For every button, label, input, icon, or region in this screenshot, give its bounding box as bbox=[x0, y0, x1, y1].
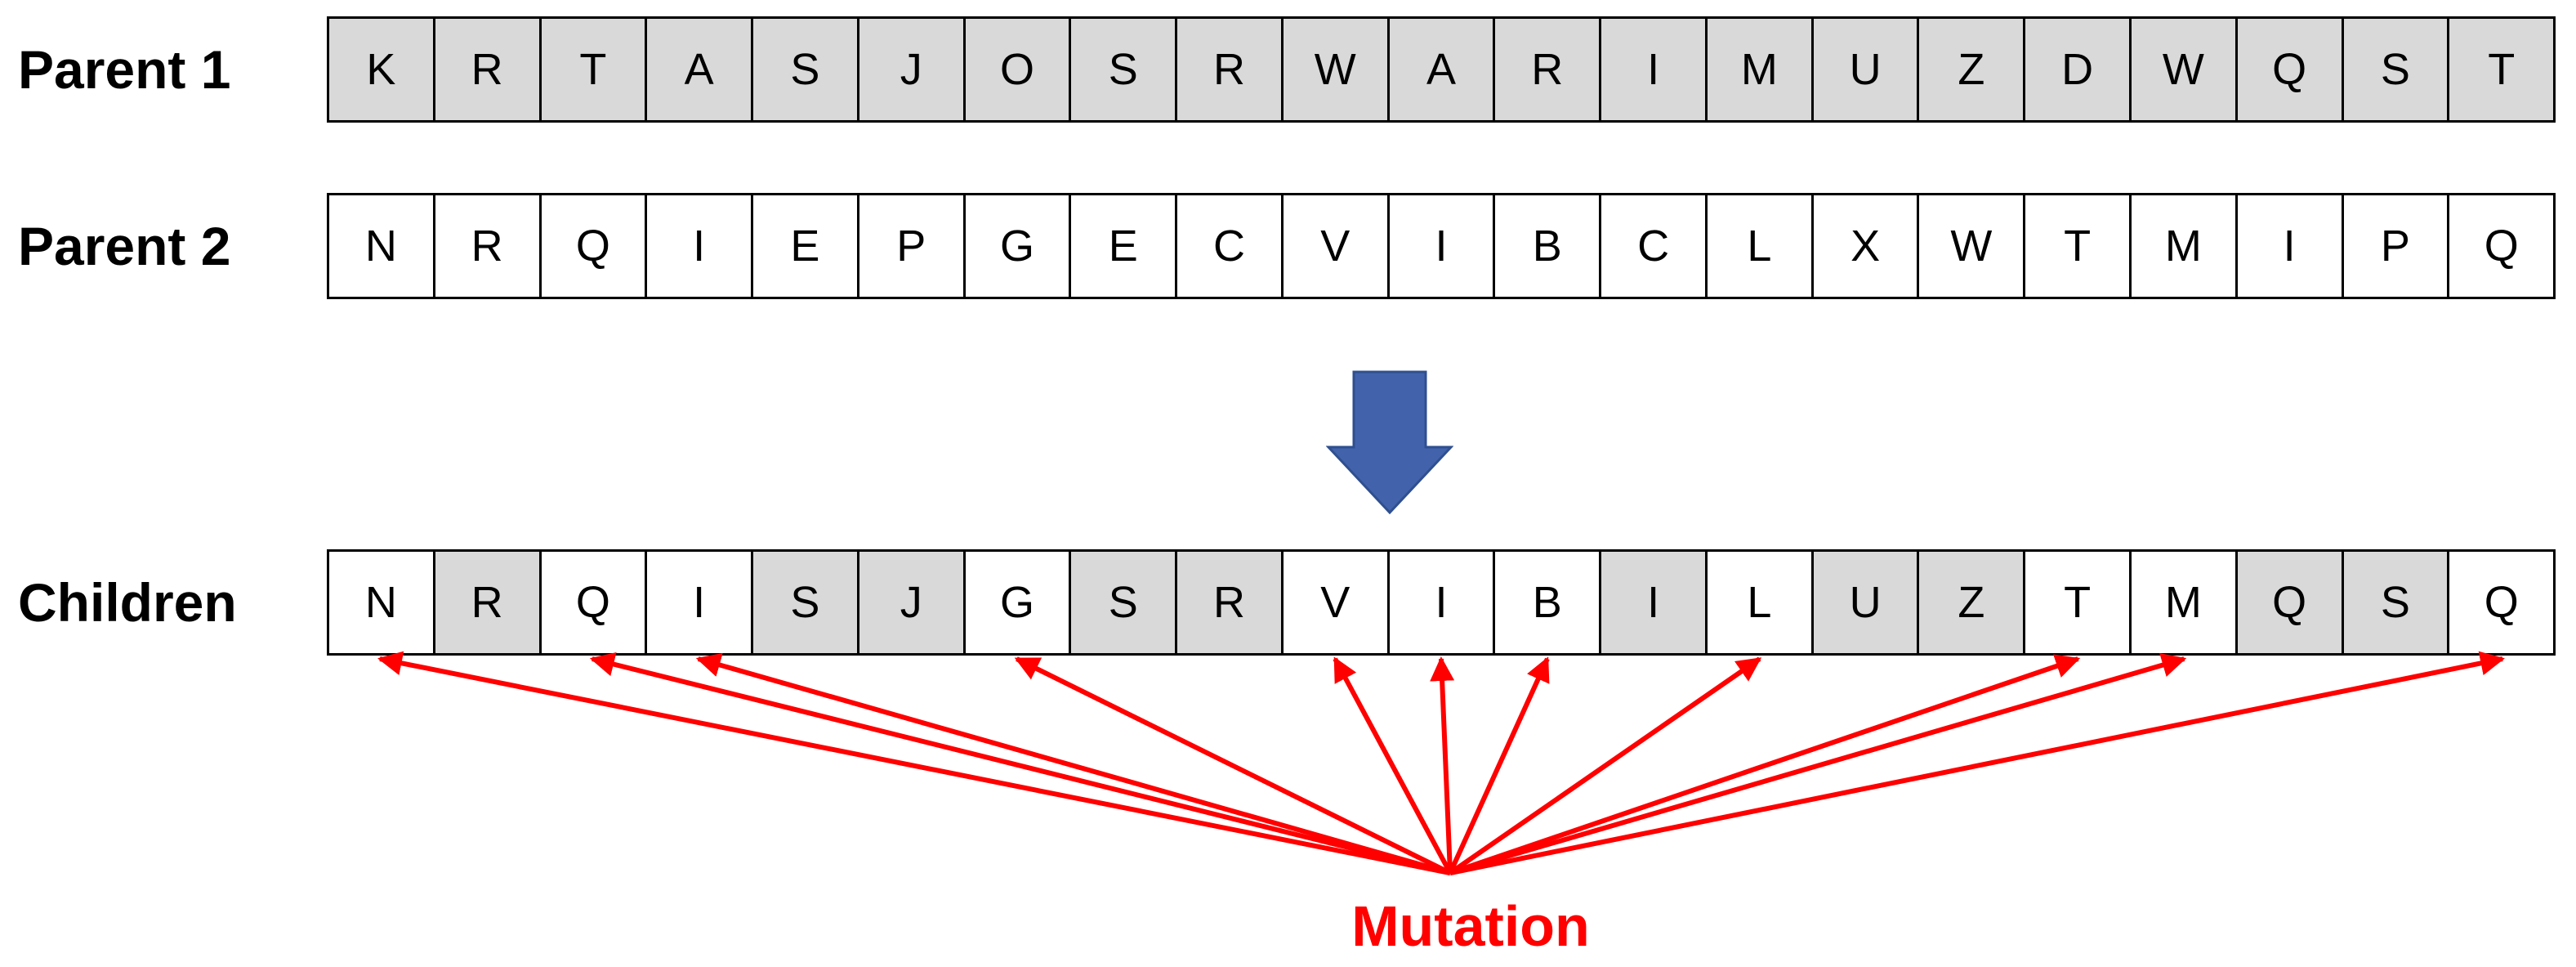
parent1-gene-cell: S bbox=[751, 16, 859, 123]
children-gene-cell: I bbox=[645, 549, 754, 656]
children-gene-cell: Q bbox=[2234, 549, 2344, 656]
mutation-arrow bbox=[1430, 656, 1455, 874]
parent1-gene-cell: A bbox=[1386, 16, 1496, 123]
parent1-gene-cell: W bbox=[2129, 16, 2238, 123]
parent1-gene-cell: R bbox=[1175, 16, 1284, 123]
mutation-arrow bbox=[1448, 656, 1550, 875]
children-gene-cell: L bbox=[1704, 549, 1814, 656]
mutation-arrow bbox=[1014, 656, 1452, 875]
children-gene-cell: J bbox=[856, 549, 966, 656]
parent2-gene-cell: C bbox=[1175, 193, 1284, 299]
parent2-gene-cell: N bbox=[327, 193, 435, 299]
parent1-gene-cell: R bbox=[1493, 16, 1602, 123]
parent1-gene-cell: S bbox=[2341, 16, 2450, 123]
parent1-gene-cell: Z bbox=[1917, 16, 2026, 123]
parent2-label: Parent 2 bbox=[18, 216, 231, 276]
down-arrow-shape bbox=[1326, 370, 1453, 515]
children-gene-cell: S bbox=[1069, 549, 1178, 656]
parent2-gene-cell: I bbox=[2234, 193, 2344, 299]
children-gene-cell: M bbox=[2129, 549, 2238, 656]
children-gene-cell: Q bbox=[538, 549, 648, 656]
parent1-gene-cell: R bbox=[432, 16, 542, 123]
parent1-gene-cell: J bbox=[856, 16, 966, 123]
mutation-arrow bbox=[589, 651, 1451, 875]
children-gene-cell: S bbox=[2341, 549, 2450, 656]
mutation-arrow bbox=[377, 651, 1451, 875]
children-gene-cell: I bbox=[1599, 549, 1708, 656]
parent1-gene-cell: U bbox=[1810, 16, 1920, 123]
children-gene-cell: N bbox=[327, 549, 435, 656]
parent2-gene-cell: R bbox=[432, 193, 542, 299]
children-gene-cell: Q bbox=[2447, 549, 2556, 656]
mutation-arrow bbox=[1449, 653, 2187, 875]
children-gene-cell: B bbox=[1493, 549, 1602, 656]
parent2-gene-cell: P bbox=[2341, 193, 2450, 299]
mutation-arrow bbox=[695, 652, 1451, 875]
children-gene-cell: G bbox=[962, 549, 1072, 656]
parent2-gene-cell: V bbox=[1280, 193, 1390, 299]
mutation-arrow bbox=[1449, 656, 1762, 875]
children-gene-cell: V bbox=[1280, 549, 1390, 656]
parent2-gene-cell: T bbox=[2023, 193, 2132, 299]
parent2-gene-cell: E bbox=[1069, 193, 1178, 299]
children-gene-cell: S bbox=[751, 549, 859, 656]
parent1-gene-cell: M bbox=[1704, 16, 1814, 123]
parent1-gene-cell: W bbox=[1280, 16, 1390, 123]
parent1-gene-cell: D bbox=[2023, 16, 2132, 123]
parent2-gene-cell: I bbox=[1386, 193, 1496, 299]
parent1-gene-cell: K bbox=[327, 16, 435, 123]
parent2-gene-cell: W bbox=[1917, 193, 2026, 299]
parent1-label: Parent 1 bbox=[18, 39, 231, 100]
children-gene-cell: R bbox=[432, 549, 542, 656]
parent2-gene-cell: B bbox=[1493, 193, 1602, 299]
parent2-gene-cell: E bbox=[751, 193, 859, 299]
parent2-gene-cell: M bbox=[2129, 193, 2238, 299]
parent2-gene-cell: C bbox=[1599, 193, 1708, 299]
parent1-gene-cell: S bbox=[1069, 16, 1178, 123]
mutation-arrow bbox=[1449, 651, 2505, 875]
mutation-arrow bbox=[1449, 654, 2081, 875]
parent2-gene-cell: G bbox=[962, 193, 1072, 299]
children-gene-cell: I bbox=[1386, 549, 1496, 656]
down-arrow-icon bbox=[1326, 370, 1453, 515]
parent1-gene-cell: I bbox=[1599, 16, 1708, 123]
parent2-gene-cell: Q bbox=[538, 193, 648, 299]
parent1-gene-cell: O bbox=[962, 16, 1072, 123]
children-label: Children bbox=[18, 572, 237, 633]
parent2-gene-cell: I bbox=[645, 193, 754, 299]
parent2-gene-cell: P bbox=[856, 193, 966, 299]
parent1-gene-cell: A bbox=[645, 16, 754, 123]
parent2-gene-cell: Q bbox=[2447, 193, 2556, 299]
children-gene-cell: Z bbox=[1917, 549, 2026, 656]
parent2-gene-cell: X bbox=[1810, 193, 1920, 299]
parent1-gene-cell: T bbox=[2447, 16, 2556, 123]
children-gene-cell: T bbox=[2023, 549, 2132, 656]
mutation-label: Mutation bbox=[1351, 894, 1590, 958]
mutation-arrow bbox=[1333, 656, 1453, 875]
children-gene-cell: U bbox=[1810, 549, 1920, 656]
parent1-gene-cell: Q bbox=[2234, 16, 2344, 123]
children-gene-cell: R bbox=[1175, 549, 1284, 656]
parent1-gene-cell: T bbox=[538, 16, 648, 123]
parent2-gene-cell: L bbox=[1704, 193, 1814, 299]
